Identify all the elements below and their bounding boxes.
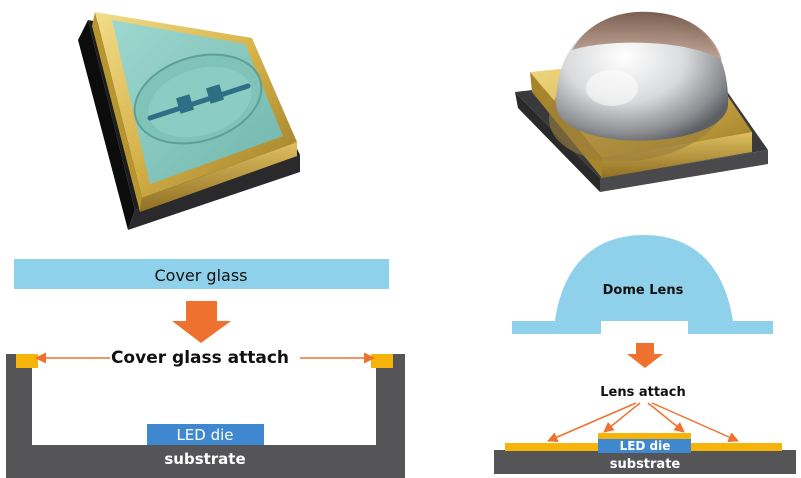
dome-lens-shape [512,235,773,334]
left-attach-pad [16,354,38,368]
package-body [6,354,405,478]
callout-arrow-icon [651,402,739,442]
substrate-body [494,450,796,474]
cover-glass-section: Cover glass Cover glass attach LED die s… [6,259,405,478]
callout-arrow-icon [647,402,685,433]
cover-glass-attach-label: Cover glass attach [111,348,289,368]
dome-lens-section: Dome Lens Lens attach LED die substrate [494,235,796,474]
led-die [598,439,691,453]
dome-lens-label: Dome Lens [603,283,684,298]
cover-glass-plate [14,259,389,289]
dome-lens-package-render [515,11,768,192]
led-die-label: LED die [176,426,233,444]
flow-arrow-icon [627,343,663,368]
led-die [147,424,264,445]
callout-arrow-icon [547,402,637,443]
led-die-attach-cap [598,433,691,441]
substrate-label: substrate [164,450,245,468]
lens-attach-label: Lens attach [600,385,686,400]
flow-arrow-icon [172,301,231,343]
substrate-label: substrate [610,457,681,472]
cover-glass-label: Cover glass [154,266,247,285]
flat-window-package-render [78,12,300,230]
led-die-label: LED die [620,439,671,453]
callout-arrow-icon [603,402,641,433]
right-attach-pad [371,354,393,368]
